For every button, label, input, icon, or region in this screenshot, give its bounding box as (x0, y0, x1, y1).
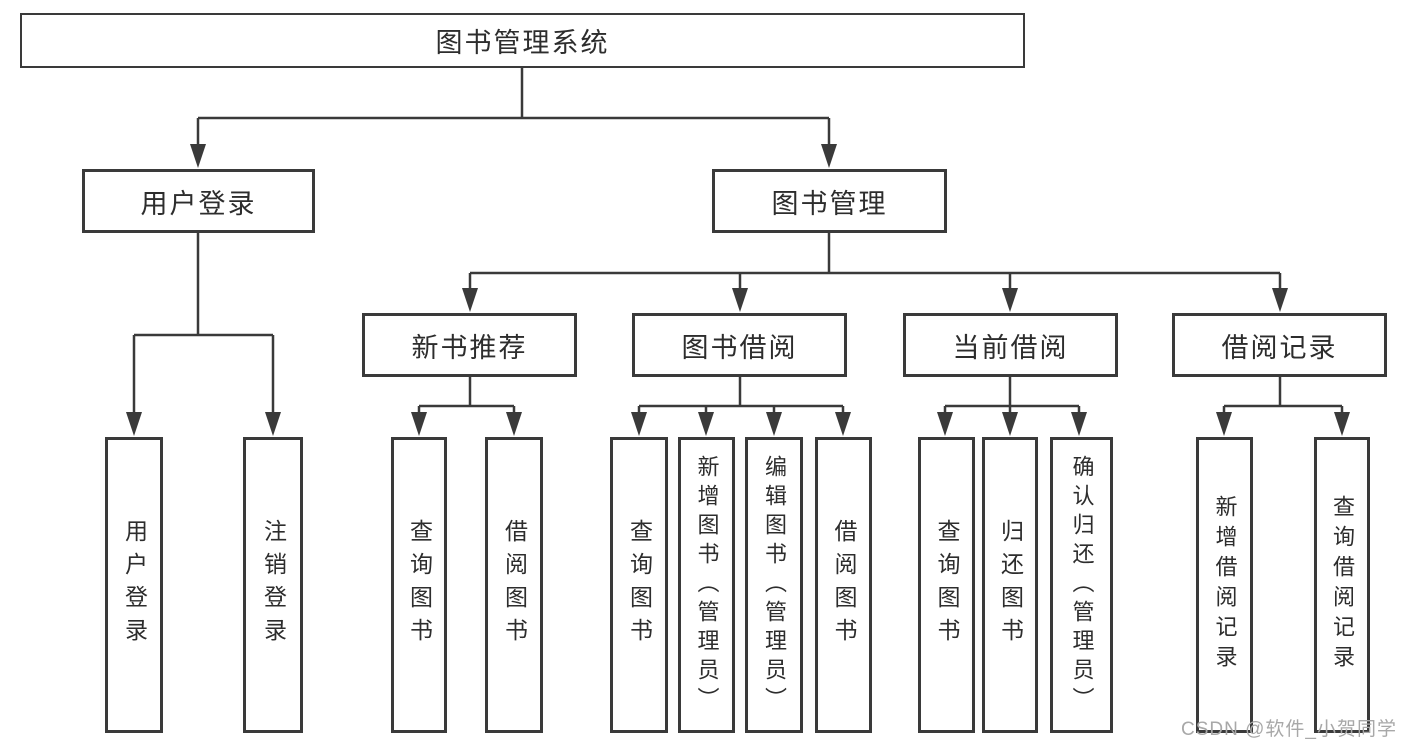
node-book-management-label: 图书管理 (771, 188, 888, 219)
node-new-book-recommend: 新书推荐 (362, 313, 577, 377)
leaf-borrow-books-1-label: 借阅图书 (501, 519, 528, 651)
leaf-query-borrow-record: 查询借阅记录 (1314, 437, 1370, 733)
watermark-text: CSDN @软件_小贺同学 (1181, 719, 1397, 740)
leaf-edit-book-admin: 编辑图书（管理员） (745, 437, 803, 733)
node-book-management: 图书管理 (712, 169, 947, 233)
node-root: 图书管理系统 (20, 13, 1025, 68)
node-current-borrow-label: 当前借阅 (952, 332, 1069, 363)
leaf-confirm-return-admin: 确认归还（管理员） (1050, 437, 1113, 733)
leaf-return-book: 归还图书 (982, 437, 1038, 733)
node-book-borrow-label: 图书借阅 (681, 332, 798, 363)
leaf-add-borrow-record-label: 新增借阅记录 (1212, 495, 1238, 675)
leaf-query-books-2-label: 查询图书 (626, 519, 653, 651)
leaf-add-book-admin: 新增图书（管理员） (678, 437, 735, 733)
leaf-user-login: 用户登录 (105, 437, 163, 733)
leaf-query-books-3-label: 查询图书 (934, 519, 960, 651)
node-user-login-label: 用户登录 (140, 188, 257, 219)
leaf-confirm-return-admin-label: 确认归还（管理员） (1069, 454, 1095, 716)
leaf-user-login-label: 用户登录 (121, 519, 148, 651)
node-user-login: 用户登录 (82, 169, 315, 233)
leaf-query-books-2: 查询图书 (610, 437, 668, 733)
arrowheads (126, 144, 1350, 436)
node-borrow-records-label: 借阅记录 (1221, 332, 1338, 363)
leaf-borrow-books-2-label: 借阅图书 (831, 519, 857, 651)
node-root-label: 图书管理系统 (435, 28, 610, 58)
leaf-query-books-1: 查询图书 (391, 437, 447, 733)
leaf-query-books-3: 查询图书 (918, 437, 975, 733)
leaf-query-borrow-record-label: 查询借阅记录 (1330, 495, 1355, 675)
leaf-borrow-books-2: 借阅图书 (815, 437, 872, 733)
leaf-borrow-books-1: 借阅图书 (485, 437, 543, 733)
node-book-borrow: 图书借阅 (632, 313, 847, 377)
leaf-return-book-label: 归还图书 (997, 519, 1024, 651)
leaf-edit-book-admin-label: 编辑图书（管理员） (762, 454, 787, 716)
leaf-logout-label: 注销登录 (260, 519, 287, 651)
leaf-logout: 注销登录 (243, 437, 303, 733)
leaf-query-books-1-label: 查询图书 (406, 519, 433, 651)
node-borrow-records: 借阅记录 (1172, 313, 1387, 377)
node-new-book-recommend-label: 新书推荐 (411, 332, 528, 363)
leaf-add-book-admin-label: 新增图书（管理员） (694, 454, 720, 716)
leaf-add-borrow-record: 新增借阅记录 (1196, 437, 1253, 733)
node-current-borrow: 当前借阅 (903, 313, 1118, 377)
